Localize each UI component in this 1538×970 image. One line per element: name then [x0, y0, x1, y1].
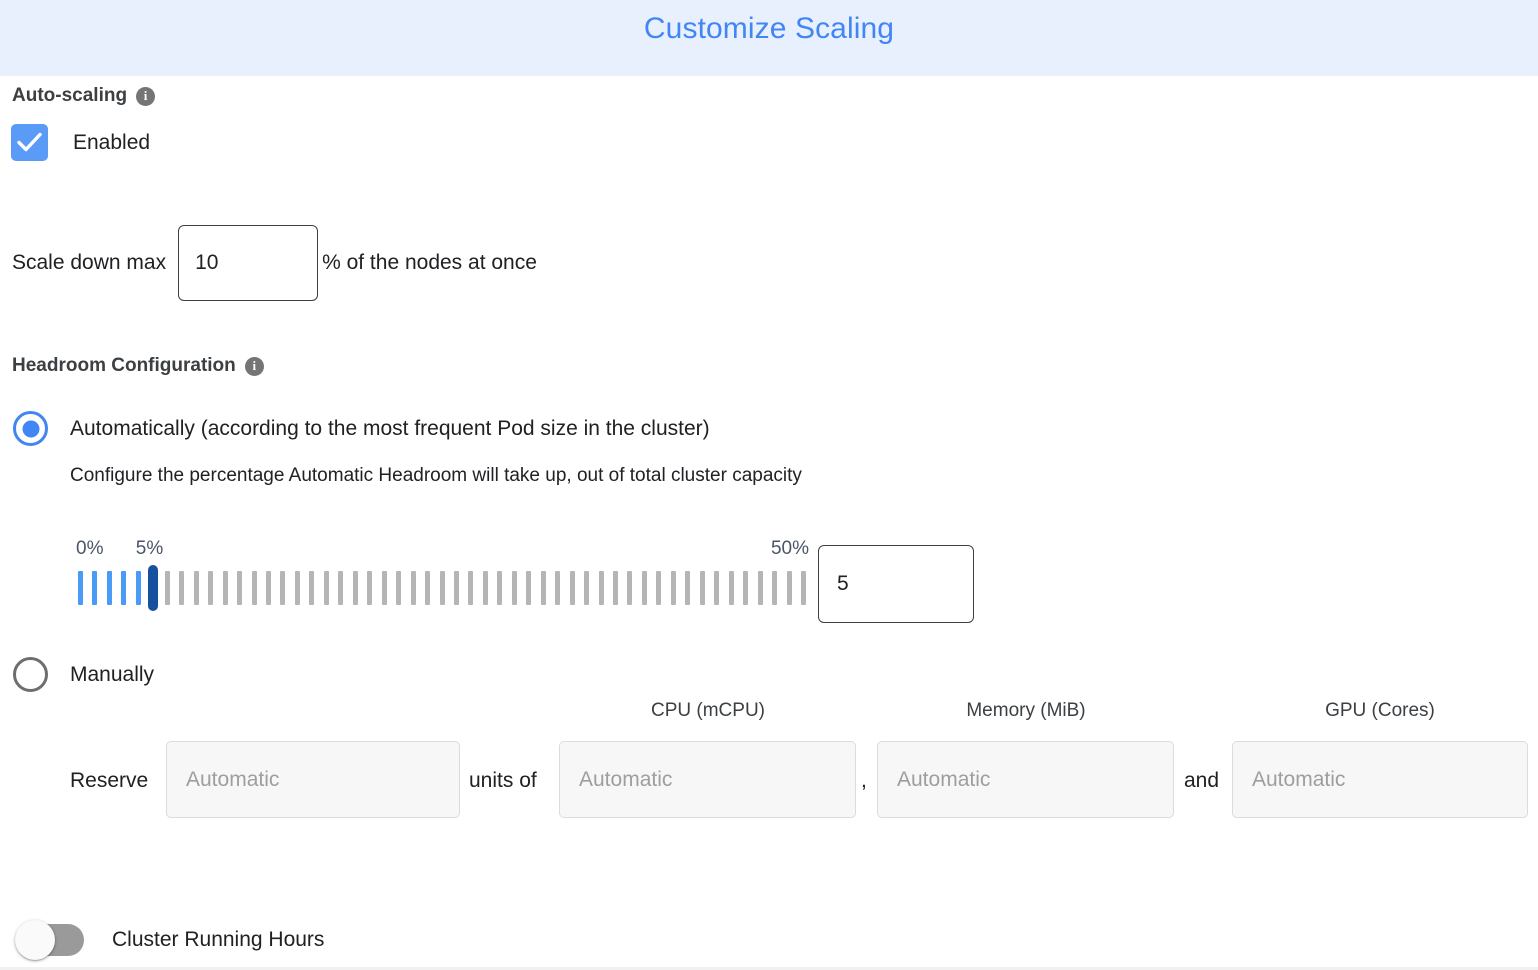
slider-tick[interactable] [627, 571, 633, 605]
auto-scaling-section-title: Auto-scaling i [12, 85, 156, 107]
slider-tick[interactable] [540, 571, 546, 605]
slider-tick[interactable] [280, 571, 286, 605]
slider-tick[interactable] [699, 571, 705, 605]
slider-tick[interactable] [193, 571, 199, 605]
slider-tick[interactable] [135, 571, 141, 605]
slider-tick[interactable] [569, 571, 575, 605]
slider-tick[interactable] [728, 571, 734, 605]
slider-tick[interactable] [251, 571, 257, 605]
slider-tick[interactable] [598, 571, 604, 605]
slider-tick[interactable] [410, 571, 416, 605]
enabled-checkbox-label[interactable]: Enabled [73, 130, 151, 154]
slider-tick[interactable] [208, 571, 214, 605]
info-icon[interactable]: i [244, 356, 264, 376]
slider-tick[interactable] [367, 571, 373, 605]
scale-down-max-input[interactable] [178, 225, 319, 301]
slider-current-value-label: 5% [135, 538, 164, 559]
cluster-running-hours-toggle[interactable] [15, 920, 84, 960]
slider-tick[interactable] [106, 571, 112, 605]
slider-tick[interactable] [323, 571, 329, 605]
slider-tick[interactable] [786, 571, 792, 605]
slider-tick[interactable] [714, 571, 720, 605]
radio-manually-label[interactable]: Manually [70, 662, 155, 686]
reserve-units-input[interactable] [166, 741, 460, 818]
comma-separator: , [861, 769, 867, 792]
slider-tick[interactable] [670, 571, 676, 605]
slider-tick[interactable] [757, 571, 763, 605]
reserve-memory-input[interactable] [877, 741, 1174, 818]
headroom-option-automatic-row[interactable]: Automatically (according to the most fre… [13, 411, 710, 446]
page-header: Customize Scaling [0, 0, 1538, 76]
slider-tick[interactable] [294, 571, 300, 605]
reserve-label: Reserve [70, 769, 149, 792]
auto-scaling-label: Auto-scaling [12, 85, 128, 106]
slider-max-label: 50% [770, 538, 809, 559]
slider-tick[interactable] [743, 571, 749, 605]
headroom-option-manual-row[interactable]: Manually [13, 657, 154, 692]
radio-manually[interactable] [13, 657, 48, 692]
slider-thumb[interactable] [147, 565, 158, 611]
slider-tick[interactable] [801, 571, 806, 605]
scale-down-max-suffix: % of the nodes at once [322, 251, 537, 274]
slider-tick[interactable] [584, 571, 590, 605]
slider-tick[interactable] [309, 571, 315, 605]
reserve-cpu-input[interactable] [559, 741, 856, 818]
bottom-divider [0, 967, 1538, 970]
slider-tick[interactable] [511, 571, 517, 605]
radio-automatic[interactable] [13, 411, 48, 446]
slider-tick[interactable] [164, 571, 170, 605]
cluster-running-hours-row[interactable]: Cluster Running Hours [15, 920, 325, 960]
page-title: Customize Scaling [643, 12, 895, 45]
scale-down-max-row: Scale down max % of the nodes at once [12, 225, 537, 301]
slider-tick[interactable] [179, 571, 185, 605]
cluster-running-hours-label[interactable]: Cluster Running Hours [112, 928, 325, 951]
slider-tick[interactable] [685, 571, 691, 605]
slider-min-label: 0% [76, 538, 104, 559]
slider-tick[interactable] [497, 571, 503, 605]
slider-tick[interactable] [555, 571, 561, 605]
slider-tick[interactable] [482, 571, 488, 605]
and-label: and [1184, 769, 1220, 792]
scale-down-max-label: Scale down max [12, 251, 167, 274]
slider-tick[interactable] [425, 571, 431, 605]
headroom-configuration-section-title: Headroom Configuration i [12, 355, 264, 377]
headroom-percentage-slider[interactable]: 0% 5% 50% [76, 538, 809, 618]
slider-tick[interactable] [526, 571, 532, 605]
slider-tick[interactable] [237, 571, 243, 605]
column-header-cpu: CPU (mCPU) [651, 700, 765, 721]
slider-tick[interactable] [468, 571, 474, 605]
column-header-gpu: GPU (Cores) [1325, 700, 1435, 721]
slider-tick[interactable] [641, 571, 647, 605]
slider-tick[interactable] [613, 571, 619, 605]
reserve-gpu-input[interactable] [1232, 741, 1528, 818]
slider-tick[interactable] [222, 571, 228, 605]
slider-tick[interactable] [338, 571, 344, 605]
slider-track[interactable] [78, 565, 806, 611]
slider-tick[interactable] [121, 571, 127, 605]
slider-tick[interactable] [265, 571, 271, 605]
column-header-memory: Memory (MiB) [966, 700, 1086, 721]
auto-scaling-enabled-row[interactable]: Enabled [11, 124, 150, 161]
headroom-configuration-label: Headroom Configuration [12, 355, 236, 376]
headroom-percentage-input[interactable] [818, 545, 974, 623]
enabled-checkbox[interactable] [11, 124, 48, 161]
slider-tick[interactable] [352, 571, 358, 605]
slider-tick[interactable] [453, 571, 459, 605]
info-icon[interactable]: i [136, 86, 156, 106]
headroom-helper-text: Configure the percentage Automatic Headr… [70, 465, 802, 486]
slider-tick[interactable] [381, 571, 387, 605]
toggle-knob [15, 920, 55, 960]
radio-automatic-label[interactable]: Automatically (according to the most fre… [70, 416, 710, 440]
slider-tick[interactable] [772, 571, 778, 605]
units-of-label: units of [469, 769, 537, 792]
slider-tick[interactable] [92, 571, 98, 605]
slider-tick[interactable] [656, 571, 662, 605]
slider-tick[interactable] [78, 571, 83, 605]
slider-tick[interactable] [439, 571, 445, 605]
slider-tick[interactable] [396, 571, 402, 605]
